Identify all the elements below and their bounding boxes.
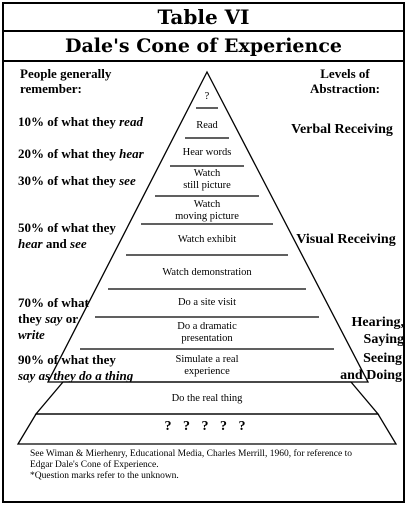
level-seeing-doing: Seeing and Doing: [340, 351, 402, 383]
tier-label-unknown: ?: [204, 91, 210, 102]
right-header-line-1: Levels of: [320, 66, 370, 81]
table-frame: Table VI Dale's Cone of Experience: [2, 2, 405, 503]
diagram-title: Dale's Cone of Experience: [4, 32, 403, 62]
left-header: People generally remember:: [20, 66, 111, 96]
tier-label-site-visit: Do a site visit: [177, 297, 237, 308]
tier-label-hear-words: Hear words: [182, 147, 232, 158]
retention-70: 70% of what they say or write: [18, 295, 89, 342]
tier-label-dramatic: Do a dramatic presentation: [177, 321, 237, 344]
left-header-line-1: People generally: [20, 66, 112, 81]
level-visual-receiving: Visual Receiving: [296, 232, 396, 247]
level-hearing-saying: Hearing, Saying: [351, 315, 405, 347]
tier-label-still-picture: Watch still picture: [183, 168, 231, 191]
unknown-marks: ? ? ? ? ?: [164, 419, 250, 434]
retention-10: 10% of what they read: [18, 114, 143, 129]
tier-label-read: Read: [196, 120, 218, 131]
right-header-line-2: Abstraction:: [309, 81, 381, 96]
retention-50: 50% of what they hear and see: [18, 220, 116, 251]
footnote: See Wiman & Mierhenry, Educational Media…: [30, 449, 352, 481]
tier-label-demonstration: Watch demonstration: [162, 267, 252, 278]
tier-label-simulate: Simulate a real experience: [175, 354, 239, 377]
left-header-line-2: remember:: [20, 81, 82, 96]
retention-20: 20% of what they hear: [18, 146, 144, 161]
tier-label-real-thing: Do the real thing: [171, 393, 243, 404]
unknown-tier-outline: [16, 413, 398, 445]
retention-30: 30% of what they see: [18, 173, 136, 188]
tier-label-exhibit: Watch exhibit: [177, 234, 237, 245]
level-verbal-receiving: Verbal Receiving: [291, 122, 393, 137]
right-header: Levels of Abstraction:: [305, 66, 385, 96]
tier-label-moving-picture: Watch moving picture: [175, 199, 239, 222]
retention-90: 90% of what they say as they do a thing: [18, 352, 134, 383]
table-title: Table VI: [4, 4, 403, 32]
